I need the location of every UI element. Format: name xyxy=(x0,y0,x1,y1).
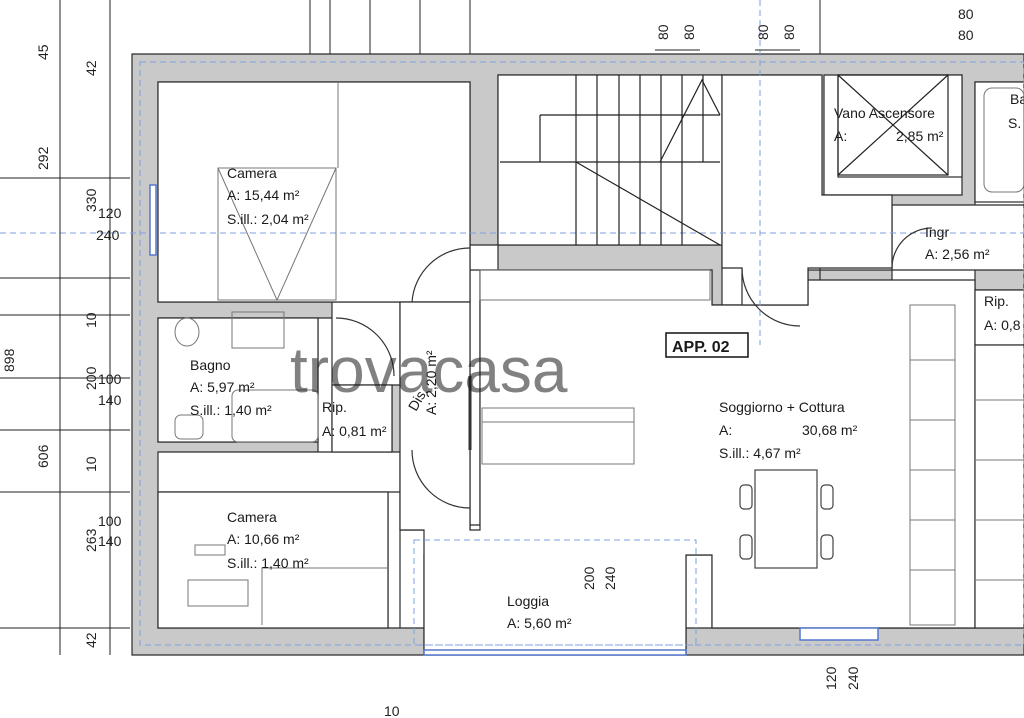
dim-left-6: 240 xyxy=(96,227,120,243)
dis-area: A: 2,20 m² xyxy=(423,350,439,415)
vano-ascensore-area-prefix: A: xyxy=(834,128,847,144)
bagno-right-area: S. xyxy=(1008,115,1021,131)
soggiorno-lighting: S.ill.: 4,67 m² xyxy=(719,445,801,461)
dim-bottom-cut: 10 xyxy=(384,703,400,718)
dim-left-12: 606 xyxy=(35,444,51,468)
dim-top-1: 80 xyxy=(655,24,671,40)
staircase xyxy=(500,75,721,246)
door-swings xyxy=(335,227,933,509)
rip-right-name: Rip. xyxy=(984,293,1009,309)
soggiorno-area-prefix: A: xyxy=(719,422,732,438)
dim-left-4: 330 xyxy=(83,188,99,212)
dim-left-3: 292 xyxy=(35,146,51,170)
sofa xyxy=(479,269,711,465)
dim-left-8: 898 xyxy=(1,348,17,372)
vano-ascensore-name: Vano Ascensore xyxy=(834,105,935,121)
kitchen-counter xyxy=(909,304,1024,626)
camera-bottom-lighting: S.ill.: 1,40 m² xyxy=(227,555,309,571)
apartment-label-box xyxy=(665,332,749,358)
top-dimensions: 80 80 80 80 80 80 xyxy=(655,6,974,43)
bathroom-fixtures xyxy=(174,87,1024,443)
dim-left-16: 263 xyxy=(83,528,99,552)
dim-top-6: 80 xyxy=(958,27,974,43)
windows xyxy=(149,184,879,656)
dim-left-10: 100 xyxy=(98,371,122,387)
desk xyxy=(187,544,388,625)
dim-left-1: 45 xyxy=(35,44,51,60)
dim-left-2: 42 xyxy=(83,60,99,76)
dim-left-7: 10 xyxy=(83,312,99,328)
dim-top-4: 80 xyxy=(781,24,797,40)
dining-table xyxy=(739,469,834,569)
dim-left-15: 140 xyxy=(98,533,122,549)
dim-left-9: 200 xyxy=(83,366,99,390)
elevator-shaft xyxy=(837,74,949,176)
dim-bottom-2: 240 xyxy=(845,666,861,690)
dim-left-13: 10 xyxy=(83,456,99,472)
camera-top-area: A: 15,44 m² xyxy=(227,187,300,203)
bed-top xyxy=(217,82,339,302)
dim-bottom-1: 120 xyxy=(823,666,839,690)
camera-top-lighting: S.ill.: 2,04 m² xyxy=(227,211,309,227)
camera-bottom-area: A: 10,66 m² xyxy=(227,531,300,547)
rip-right-area: A: 0,8 xyxy=(984,317,1021,333)
soggiorno-name: Soggiorno + Cottura xyxy=(719,399,845,415)
ingr-area: A: 2,56 m² xyxy=(925,246,990,262)
room-floors xyxy=(157,74,1024,654)
dim-left-5: 120 xyxy=(98,205,122,221)
soggiorno-area-value: 30,68 m² xyxy=(802,422,858,438)
dim-left-17: 42 xyxy=(83,632,99,648)
bagno-name: Bagno xyxy=(190,357,231,373)
dim-left-11: 140 xyxy=(98,392,122,408)
dim-left-14: 100 xyxy=(98,513,122,529)
dim-loggia-2: 240 xyxy=(602,566,618,590)
left-dim-lines xyxy=(0,0,130,655)
dim-loggia-1: 200 xyxy=(581,566,597,590)
top-dim-lines xyxy=(309,0,821,54)
dim-top-2: 80 xyxy=(681,24,697,40)
bagno-area: A: 5,97 m² xyxy=(190,379,255,395)
bagno-right-name: Ba xyxy=(1010,91,1024,107)
dash-lines xyxy=(0,0,1024,646)
camera-top-name: Camera xyxy=(227,165,277,181)
camera-bottom-name: Camera xyxy=(227,509,277,525)
dim-top-3: 80 xyxy=(755,24,771,40)
rip-small-name: Rip. xyxy=(322,399,347,415)
dim-top-5: 80 xyxy=(958,6,974,22)
left-dimensions: 45 42 292 330 120 240 10 898 200 100 140… xyxy=(1,44,122,648)
bagno-lighting: S.ill.: 1,40 m² xyxy=(190,402,272,418)
apartment-label: APP. 02 xyxy=(672,339,730,356)
watermark: trovacasa xyxy=(290,334,568,406)
loggia-area: A: 5,60 m² xyxy=(507,615,572,631)
loggia-name: Loggia xyxy=(507,593,549,609)
rip-small-area: A: 0,81 m² xyxy=(322,423,387,439)
vano-ascensore-area-value: 2,85 m² xyxy=(896,128,944,144)
ingr-name: Ingr xyxy=(925,224,949,240)
